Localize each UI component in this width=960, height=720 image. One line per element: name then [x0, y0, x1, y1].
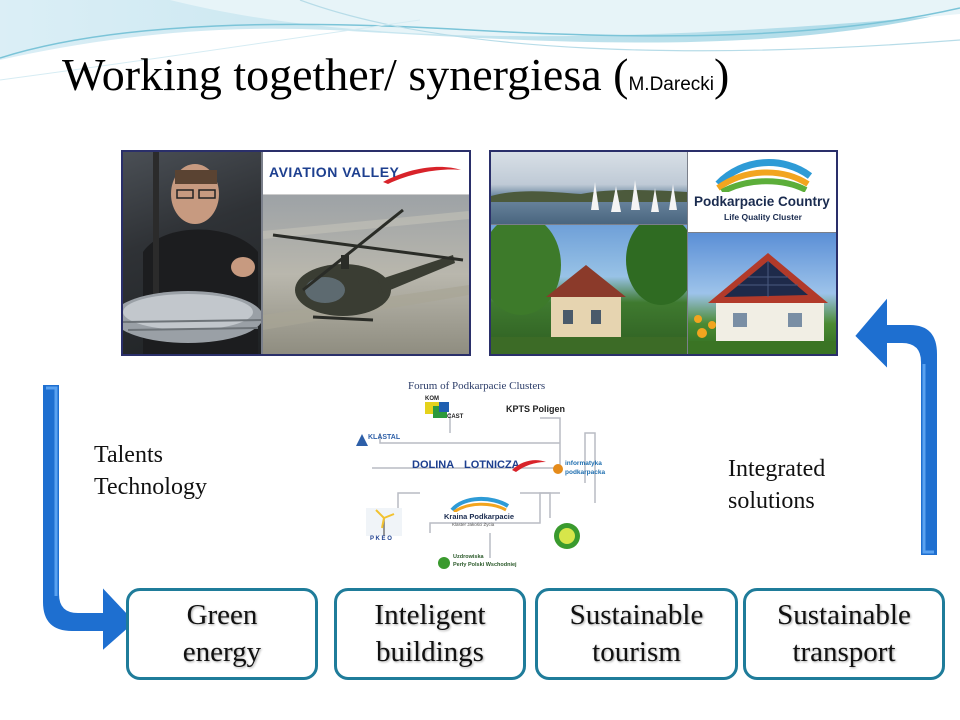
- integrated-solutions-label: Integrated solutions: [728, 454, 825, 517]
- inteligent-buildings-line2: buildings: [376, 636, 484, 668]
- kpts-poligen-logo: KPTS Poligen: [506, 404, 566, 414]
- porty-text-1: Uzdrowiska: [453, 554, 484, 560]
- green-energy-line1: Green: [186, 599, 258, 632]
- left-label-line1: Talents: [94, 442, 163, 468]
- cast-text: CAST: [447, 414, 464, 420]
- sustainable-transport-box: Sustainable transport: [743, 588, 945, 680]
- lake-photo: [491, 152, 687, 224]
- lotnicza-text: LOTNICZA: [464, 459, 520, 471]
- sustainable-transport-line2: transport: [792, 636, 896, 668]
- sustainable-transport-line1: Sustainable: [777, 599, 911, 632]
- aviation-valley-logo: AVIATION VALLEY: [263, 152, 469, 195]
- green-round-logo: [553, 522, 581, 550]
- green-energy-line2: energy: [182, 636, 262, 668]
- right-label-line2: solutions: [728, 487, 815, 514]
- title-main: Working together/ synergiesa (: [62, 49, 629, 100]
- komcast-logo: KOM CAST: [425, 396, 464, 422]
- solar-house-photo: [688, 233, 836, 354]
- informatyka-text-2: podkarpacka: [565, 469, 606, 476]
- header-swoosh: [0, 0, 960, 81]
- informatyka-logo: informatyka podkarpacka: [553, 458, 617, 480]
- forum-title: Forum of Podkarpacie Clusters: [408, 380, 546, 392]
- kraina-podkarpacie-logo: Kraina Podkarpacie Klaster Jakości Życia: [440, 496, 516, 530]
- kom-text: KOM: [425, 396, 439, 402]
- country-collage: Podkarpacie Country Life Quality Cluster: [489, 150, 838, 356]
- inteligent-buildings-line1: Inteligent: [374, 599, 486, 632]
- inteligent-buildings-box: Inteligent buildings: [334, 588, 526, 680]
- country-logo-line2: Life Quality Cluster: [724, 212, 802, 222]
- klastal-logo: KLASTAL: [356, 432, 400, 448]
- informatyka-text-1: informatyka: [565, 460, 602, 467]
- villa-photo: [491, 225, 687, 354]
- title-author: M.Darecki: [628, 74, 714, 95]
- helicopter-photo: [263, 195, 469, 354]
- engineer-photo: [123, 152, 261, 354]
- kraina-text-2: Klaster Jakości Życia: [452, 522, 495, 527]
- title-close: ): [713, 49, 730, 100]
- right-bend-arrow: [852, 293, 939, 557]
- pkeo-text: P K E O: [370, 536, 392, 542]
- kraina-text-1: Kraina Podkarpacie: [444, 512, 515, 521]
- right-label-line1: Integrated: [728, 456, 826, 482]
- country-logo-line1: Podkarpacie Country: [694, 194, 830, 209]
- pkeo-logo: P K E O: [366, 508, 402, 544]
- green-energy-box: Green energy: [126, 588, 318, 680]
- sustainable-tourism-box: Sustainable tourism: [535, 588, 738, 680]
- aviation-valley-text: AVIATION VALLEY: [269, 164, 400, 180]
- porty-text-2: Perły Polski Wschodniej: [453, 562, 517, 568]
- sustainable-tourism-line2: tourism: [592, 636, 681, 668]
- left-bend-arrow: [41, 383, 138, 654]
- dolina-lotnicza-logo: DOLINA LOTNICZA: [412, 456, 546, 476]
- left-label-line2: Technology: [94, 473, 207, 500]
- talents-technology-label: Talents Technology: [94, 440, 207, 503]
- sustainable-tourism-line1: Sustainable: [569, 599, 704, 632]
- dolina-text: DOLINA: [412, 459, 455, 471]
- klastal-text: KLASTAL: [368, 434, 401, 441]
- slide-title: Working together/ synergiesa (M.Darecki): [62, 52, 729, 98]
- uzdrowiska-logo: Uzdrowiska Perły Polski Wschodniej: [437, 552, 517, 574]
- aviation-collage: AVIATION VALLEY: [121, 150, 471, 356]
- podkarpacie-country-logo: Podkarpacie Country Life Quality Cluster: [688, 152, 836, 232]
